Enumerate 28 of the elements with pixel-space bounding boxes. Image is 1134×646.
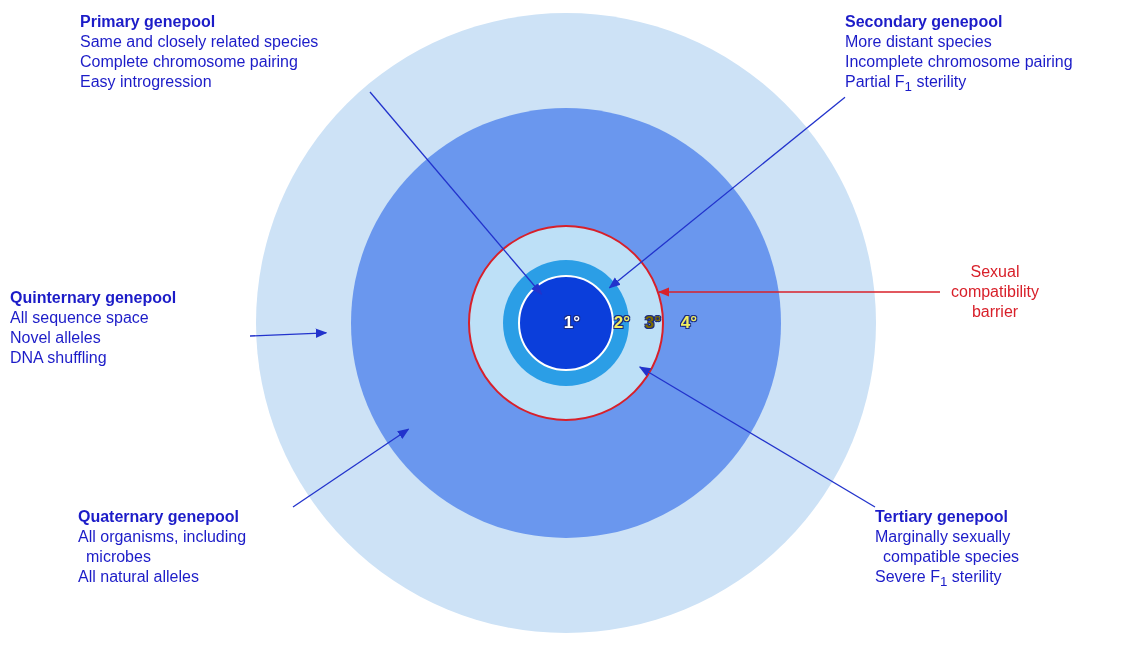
description-line: More distant species: [845, 32, 993, 52]
description-line: Easy introgression: [80, 72, 213, 92]
ring-label: 3°: [644, 313, 662, 333]
description-line: All organisms, including microbes: [78, 527, 248, 567]
description-line: Incomplete chromosome pairing: [845, 52, 1074, 72]
heading: Quaternary genepool: [78, 507, 240, 527]
heading: Quinternary genepool: [10, 288, 178, 308]
arrow: [292, 428, 410, 508]
description-line: DNA shuffling: [10, 348, 108, 368]
ring-label: 4°: [680, 313, 698, 333]
heading: Primary genepool: [80, 12, 217, 32]
arrow: [369, 91, 543, 295]
callout-text: Sexual compatibility barrier: [950, 262, 1040, 322]
description-line: All sequence space: [10, 308, 150, 328]
arrow: [657, 287, 941, 297]
ring-label: 1°: [563, 313, 581, 333]
heading: Tertiary genepool: [875, 507, 1010, 527]
genepool-circle: [518, 275, 614, 371]
arrow: [638, 366, 876, 508]
description-line: Novel alleles: [10, 328, 102, 348]
description-line: All natural alleles: [78, 567, 200, 587]
description-line: Severe F$_{1}$ sterility: [875, 567, 1003, 592]
heading: Secondary genepool: [845, 12, 1004, 32]
description-line: Same and closely related species: [80, 32, 320, 52]
arrow: [608, 96, 846, 289]
arrow: [249, 328, 328, 338]
description-line: Partial F$_{1}$ sterility: [845, 72, 968, 97]
description-line: Complete chromosome pairing: [80, 52, 299, 72]
